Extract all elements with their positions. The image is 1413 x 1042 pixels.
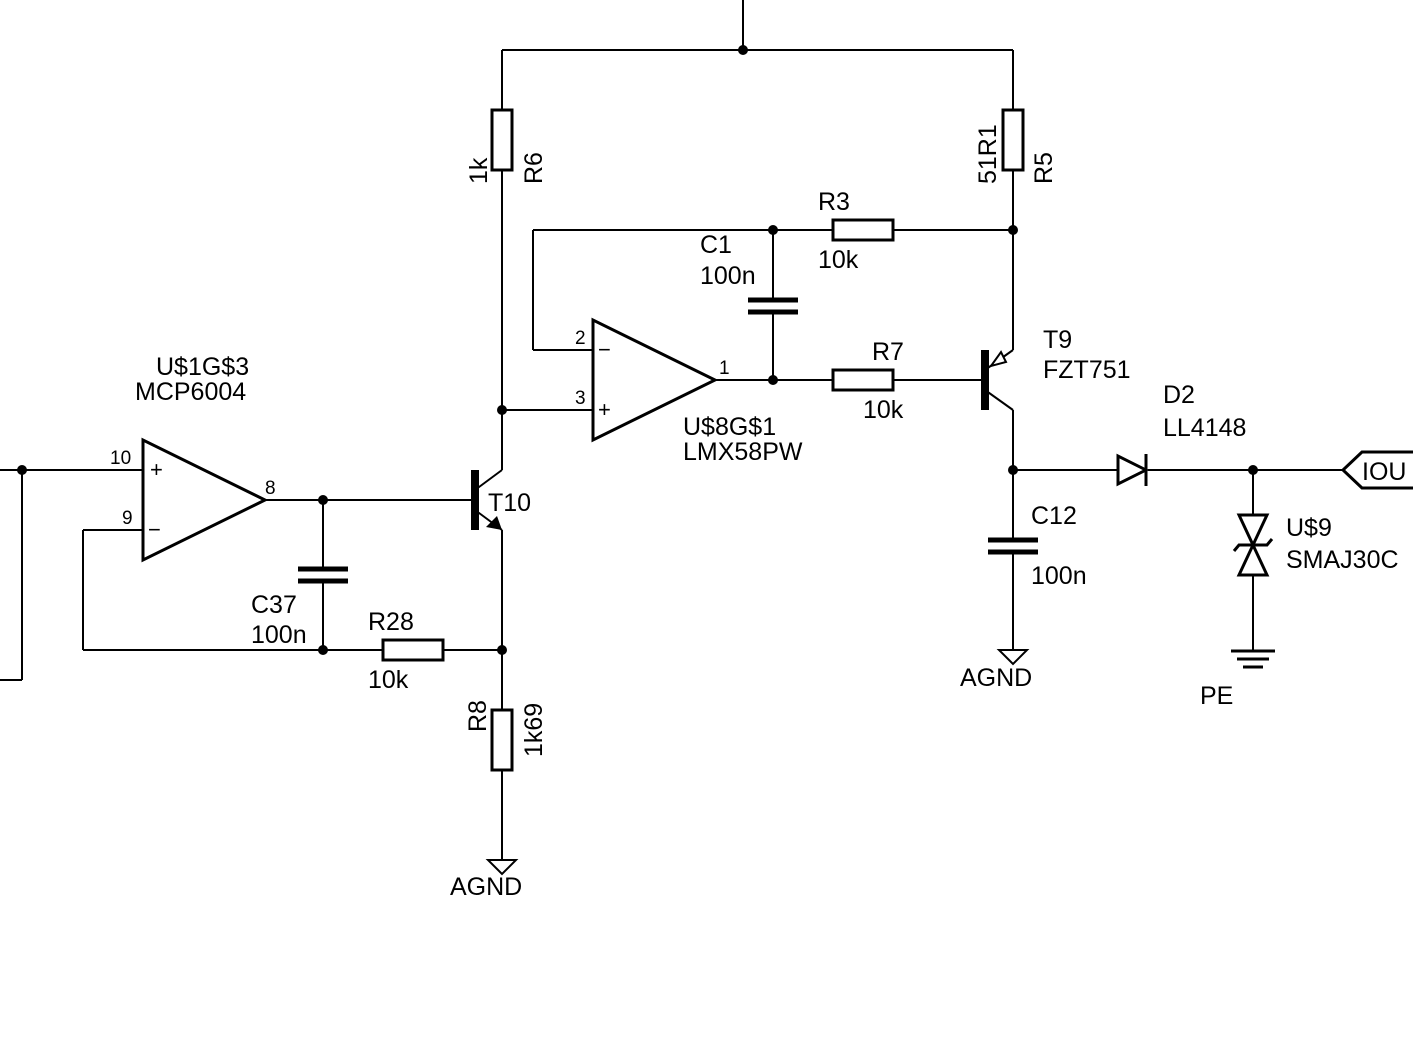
emitter-arrow-icon — [486, 516, 502, 530]
ground-agnd-right: AGND — [960, 649, 1032, 692]
pin-number: 8 — [265, 478, 276, 499]
transistor-t9: T9 FZT751 — [981, 326, 1131, 411]
r28-name: R28 — [368, 608, 414, 636]
emitter-arrow-icon — [988, 350, 1008, 368]
agnd-symbol-icon — [485, 859, 519, 876]
c37-value: 100n — [251, 621, 307, 649]
agnd-symbol-icon — [996, 649, 1030, 666]
diode-triangle-icon — [1116, 453, 1150, 487]
r6-value: 1k — [465, 157, 493, 184]
t9-value: FZT751 — [1043, 356, 1131, 384]
junction-dot — [738, 45, 748, 55]
r5-name: R5 — [1030, 152, 1058, 184]
junction-dot — [318, 495, 328, 505]
wires — [0, 0, 1343, 860]
junction-dot — [768, 375, 778, 385]
r8-value: 1k69 — [520, 703, 548, 757]
t10-name: T10 — [488, 489, 531, 517]
r6-name: R6 — [520, 152, 548, 184]
d2-name: D2 — [1163, 381, 1195, 409]
diode-d2: D2 LL4148 — [1116, 381, 1246, 487]
ground-agnd-left: AGND — [450, 859, 522, 901]
junction-dot — [1248, 465, 1258, 475]
r7-value: 10k — [863, 396, 904, 424]
pin-number: 10 — [110, 448, 131, 469]
junction-dot — [1008, 465, 1018, 475]
junction-dot — [318, 645, 328, 655]
pe-label: PE — [1200, 682, 1233, 710]
r7-name: R7 — [872, 338, 904, 366]
opamp-u8: − + 2 3 1 U$8G$1 LMX58PW — [575, 317, 803, 466]
resistor-r28: R28 10k — [368, 608, 445, 694]
agnd-label: AGND — [960, 664, 1032, 692]
tvs-upper-triangle-icon — [1236, 513, 1270, 549]
capacitor-c1: C1 100n — [700, 231, 798, 315]
u1-value: MCP6004 — [135, 378, 246, 406]
r8-name: R8 — [464, 700, 492, 732]
resistor-r3: R3 10k — [818, 188, 895, 274]
r5-value: 51R1 — [974, 124, 1002, 184]
capacitor-c12: C12 100n — [988, 502, 1087, 590]
junction-dot — [768, 225, 778, 235]
junction-dot — [497, 645, 507, 655]
port-iou: IOU — [1340, 450, 1413, 490]
tvs-u9: U$9 SMAJ30C — [1232, 513, 1399, 577]
pin-number: 2 — [575, 328, 586, 349]
plus-sign: + — [150, 457, 163, 482]
d2-value: LL4148 — [1163, 414, 1246, 442]
junctions — [17, 45, 1258, 655]
resistor-r8: R8 1k69 — [464, 700, 548, 772]
tvs-bar-icon — [1232, 538, 1274, 552]
u8-name: U$8G$1 — [683, 413, 776, 441]
opamp-triangle-icon — [141, 437, 269, 563]
port-label: IOU — [1362, 458, 1406, 486]
r3-value: 10k — [818, 246, 859, 274]
u9-value: SMAJ30C — [1286, 546, 1399, 574]
minus-sign: − — [598, 337, 611, 362]
junction-dot — [1008, 225, 1018, 235]
agnd-label: AGND — [450, 873, 522, 901]
port-flag-icon — [1340, 450, 1413, 490]
transistor-t10: T10 — [471, 469, 531, 531]
plus-sign: + — [598, 397, 611, 422]
opamp-u1: + − 10 9 8 U$1G$3 MCP6004 — [110, 353, 276, 563]
u8-value: LMX58PW — [683, 438, 803, 466]
pin-number: 3 — [575, 388, 586, 409]
u9-name: U$9 — [1286, 514, 1332, 542]
resistor-r5: 51R1 R5 — [974, 108, 1058, 184]
resistor-r6: 1k R6 — [465, 108, 548, 184]
c1-name: C1 — [700, 231, 732, 259]
c12-value: 100n — [1031, 562, 1087, 590]
junction-dot — [497, 405, 507, 415]
c37-name: C37 — [251, 591, 297, 619]
opamp-triangle-icon — [591, 317, 719, 443]
capacitor-c37: C37 100n — [251, 566, 348, 649]
minus-sign: − — [148, 517, 161, 542]
r28-value: 10k — [368, 666, 409, 694]
r3-name: R3 — [818, 188, 850, 216]
u1-name: U$1G$3 — [156, 353, 249, 381]
junction-dot — [17, 465, 27, 475]
pin-number: 9 — [122, 508, 133, 529]
pin-number: 1 — [719, 358, 730, 379]
resistor-r7: R7 10k — [831, 338, 904, 424]
ground-pe: PE — [1200, 649, 1275, 710]
t9-name: T9 — [1043, 326, 1072, 354]
tvs-lower-triangle-icon — [1236, 541, 1270, 577]
c12-name: C12 — [1031, 502, 1077, 530]
c1-value: 100n — [700, 262, 756, 290]
